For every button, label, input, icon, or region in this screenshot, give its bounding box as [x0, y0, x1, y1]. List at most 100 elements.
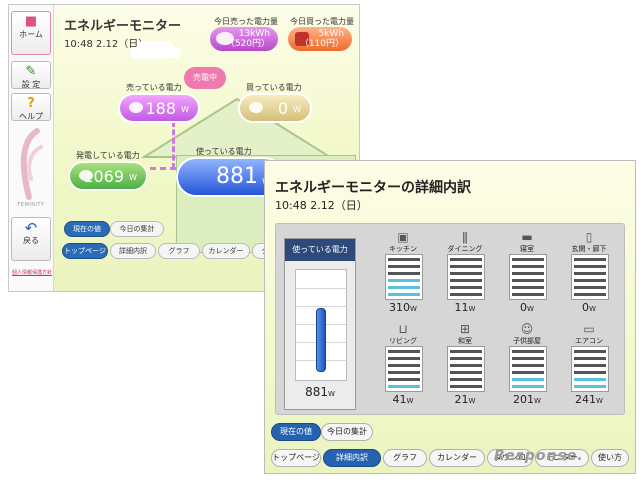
room-value: 41 [392, 393, 407, 406]
bought-today-label: 今日買った電力量 [290, 17, 354, 26]
room-value: 0 [520, 301, 528, 314]
room-unit: W [410, 305, 417, 313]
bed-icon: ▬ [521, 230, 533, 244]
sidebar-help-button[interactable]: ? ヘルプ [11, 93, 51, 121]
meter-segment [574, 357, 606, 360]
buying-power-unit: W [293, 105, 301, 114]
meter-segment [388, 293, 420, 296]
settings-icon: ✎ [25, 64, 37, 79]
room-level-meter [385, 346, 423, 392]
bought-today-yen: （110円） [299, 39, 344, 49]
sidebar-back-button[interactable]: ↶ 戻る [11, 217, 51, 261]
total-usage-readout: 881W [285, 385, 355, 399]
sold-today-value: 13kWh [238, 29, 270, 39]
meter-segment [450, 265, 482, 268]
room-value-readout: 11W [442, 301, 488, 314]
nav-calendar[interactable]: カレンダー [202, 243, 250, 259]
nav-calendar[interactable]: カレンダー [429, 449, 485, 467]
nav-detail[interactable]: 詳細内訳 [110, 243, 156, 259]
room-unit: W [534, 397, 541, 405]
bought-today-value: 5kWh [318, 29, 344, 39]
generating-power-value: 1069 [83, 167, 124, 186]
meter-segment [388, 385, 420, 388]
watermark: Response. [494, 448, 584, 464]
privacy-policy-link[interactable]: 個人情報保護方針 [11, 270, 52, 276]
energy-monitor-detail-screen: エネルギーモニターの詳細内訳 10:48 2.12（日） 使っている電力 881… [264, 160, 636, 474]
room-value-readout: 0W [504, 301, 550, 314]
cloud-sun-icon [79, 170, 93, 181]
energy-monitor-top-screen: ■ ホーム ✎ 設 定 ? ヘルプ FEMINITY ↶ 戻る 個人情報保護方針… [8, 4, 360, 292]
total-usage-value: 881 [305, 385, 328, 399]
meter-segment [574, 258, 606, 261]
meter-segment [574, 286, 606, 289]
flow-line [150, 167, 176, 170]
sidebar-home-button[interactable]: ■ ホーム [11, 11, 51, 55]
meter-segment [450, 272, 482, 275]
meter-segment [574, 378, 606, 381]
room-value: 21 [454, 393, 469, 406]
using-power-value: 881 [216, 164, 258, 189]
meter-segment [574, 350, 606, 353]
selling-status-bubble: 売電中 [184, 67, 226, 89]
meter-segment [574, 371, 606, 374]
total-usage-bar [316, 308, 326, 372]
room-name: 寝室 [520, 245, 534, 253]
meter-segment [450, 258, 482, 261]
sold-today-label: 今日売った電力量 [214, 17, 278, 26]
sidebar-settings-button[interactable]: ✎ 設 定 [11, 61, 51, 89]
nav-download[interactable]: ダウンロ [487, 449, 533, 467]
meter-segment [512, 258, 544, 261]
room-level-meter [509, 254, 547, 300]
room-level-meter [447, 346, 485, 392]
using-power-label: 使っている電力 [196, 147, 252, 156]
meter-segment [450, 378, 482, 381]
meter-segment [574, 272, 606, 275]
room-unit: W [589, 305, 596, 313]
room-name: 玄関・廊下 [571, 245, 607, 253]
nav-top-page[interactable]: トップページ [62, 243, 108, 259]
meter-segment [388, 371, 420, 374]
meter-segment [512, 350, 544, 353]
meter-segment [574, 385, 606, 388]
room-meter: ▬寝室 0W [504, 230, 550, 316]
sidebar-home-label: ホーム [19, 30, 43, 39]
today-summary-button[interactable]: 今日の集計 [110, 221, 164, 237]
today-summary-button[interactable]: 今日の集計 [321, 423, 373, 441]
selling-power-value: 188 [145, 99, 176, 118]
nav-monitor[interactable]: モニター [535, 449, 589, 467]
child-icon: ☺ [520, 322, 534, 336]
meter-segment [450, 293, 482, 296]
meter-segment [512, 286, 544, 289]
meter-segment [512, 265, 544, 268]
room-value: 310 [389, 301, 411, 314]
meter-segment [574, 364, 606, 367]
home-icon: ■ [24, 14, 38, 29]
current-value-button[interactable]: 現在の値 [64, 221, 110, 237]
meter-segment [512, 364, 544, 367]
door-icon: ▯ [585, 230, 593, 244]
meter-segment [388, 350, 420, 353]
meter-segment [388, 357, 420, 360]
meter-segment [388, 364, 420, 367]
meter-segment [450, 385, 482, 388]
nav-top-page[interactable]: トップページ [271, 449, 321, 467]
current-value-button[interactable]: 現在の値 [271, 423, 321, 441]
gauge-gridline [296, 288, 346, 289]
nav-detail[interactable]: 詳細内訳 [323, 449, 381, 467]
generating-power-indicator: 発電している電力 1069 W [68, 151, 148, 191]
room-unit: W [406, 397, 414, 405]
nav-graph[interactable]: グラフ [158, 243, 200, 259]
selling-power-label: 売っている電力 [126, 83, 182, 92]
selling-power-unit: W [181, 105, 189, 114]
sidebar: ■ ホーム ✎ 設 定 ? ヘルプ FEMINITY ↶ 戻る 個人情報保護方針 [9, 5, 54, 291]
datetime: 10:48 2.12（日） [64, 39, 149, 50]
room-unit: W [468, 305, 476, 313]
nav-how-to-use[interactable]: 使い方 [591, 449, 629, 467]
meter-segment [450, 350, 482, 353]
room-level-meter [571, 254, 609, 300]
nav-graph[interactable]: グラフ [383, 449, 427, 467]
